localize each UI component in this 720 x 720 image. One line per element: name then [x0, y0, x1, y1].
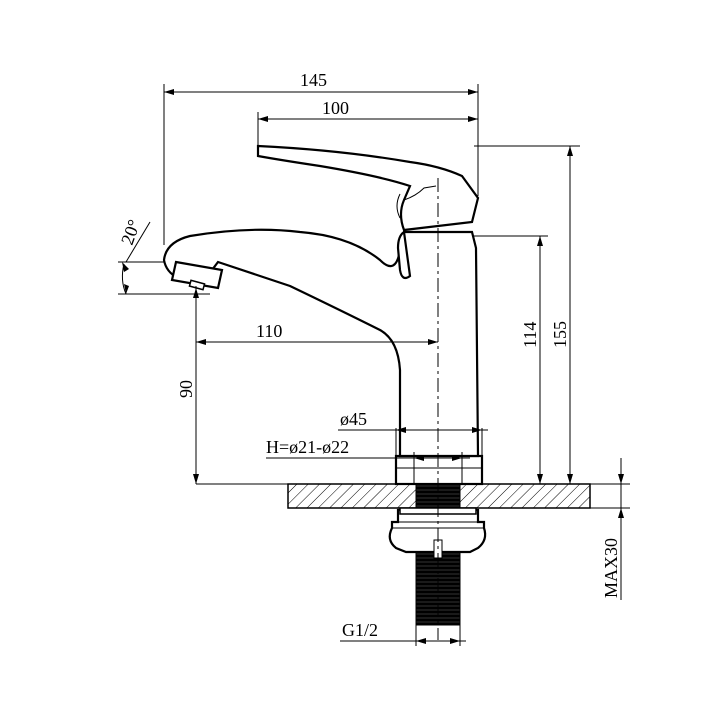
- locking-nut: [388, 508, 487, 554]
- dim-max-thickness: MAX30: [601, 538, 621, 598]
- base-ring: [394, 454, 484, 486]
- dim-spout-height: 90: [176, 380, 196, 398]
- dim-spout-reach: 110: [256, 321, 282, 341]
- dim-thread: G1/2: [342, 620, 378, 640]
- dim-overall-width: 145: [300, 70, 327, 90]
- dim-hole-diameter: H=ø21-ø22: [266, 437, 349, 457]
- dim-spout-angle: 20°: [117, 217, 144, 248]
- aerator: [170, 260, 224, 290]
- faucet-body: [162, 228, 480, 458]
- dim-body-height: 114: [520, 322, 540, 348]
- lever-handle: [256, 144, 480, 232]
- dim-base-diameter: ø45: [340, 409, 367, 429]
- dim-lever-length: 100: [322, 98, 349, 118]
- dim-total-height: 155: [550, 321, 570, 348]
